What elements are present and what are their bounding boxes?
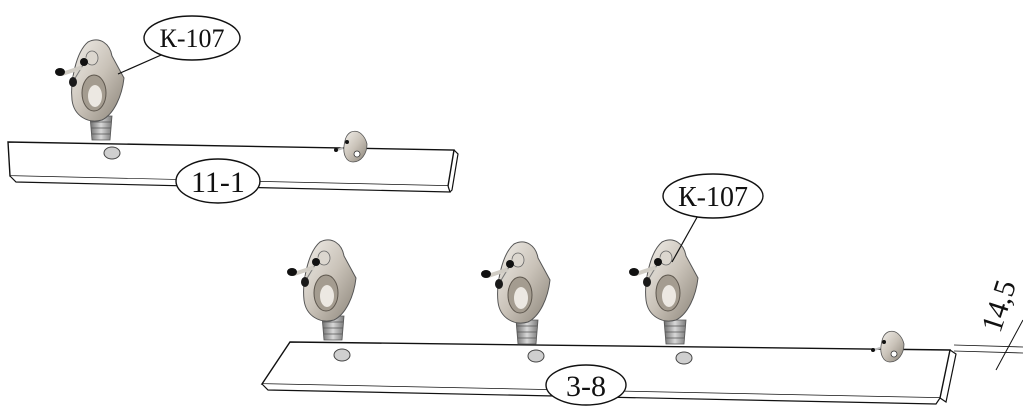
bottom-dowel-hole-1: [333, 348, 351, 362]
bottom-panel-callout: [545, 364, 627, 406]
top-fitting-leader: [117, 51, 169, 75]
top-panel-callout: [175, 158, 261, 204]
bottom-dowel-2: [515, 319, 539, 345]
top-panel-label: 11-1: [191, 166, 245, 199]
top-fitting-callout: [143, 15, 241, 61]
bottom-bracket-fitting-2: [481, 242, 550, 323]
bottom-dowel-hole-3: [675, 351, 693, 365]
bottom-bracket-fitting-1: [287, 240, 356, 321]
top-dowel-hole: [103, 146, 121, 160]
dimension-lines: [953, 319, 1023, 371]
bottom-panel-label: 3-8: [566, 370, 606, 403]
dimension-label: 14,5: [975, 276, 1023, 336]
bottom-fitting-callout: [662, 173, 764, 219]
bottom-dowel-hole-2: [527, 349, 545, 363]
bottom-fitting-leader: [671, 211, 701, 263]
top-bracket-fitting: [55, 40, 124, 121]
bottom-dowel-3: [663, 319, 687, 345]
bottom-fitting-label: К-107: [678, 182, 748, 213]
bottom-bracket-fitting-3: [629, 240, 698, 321]
top-fitting-label: К-107: [160, 24, 225, 53]
